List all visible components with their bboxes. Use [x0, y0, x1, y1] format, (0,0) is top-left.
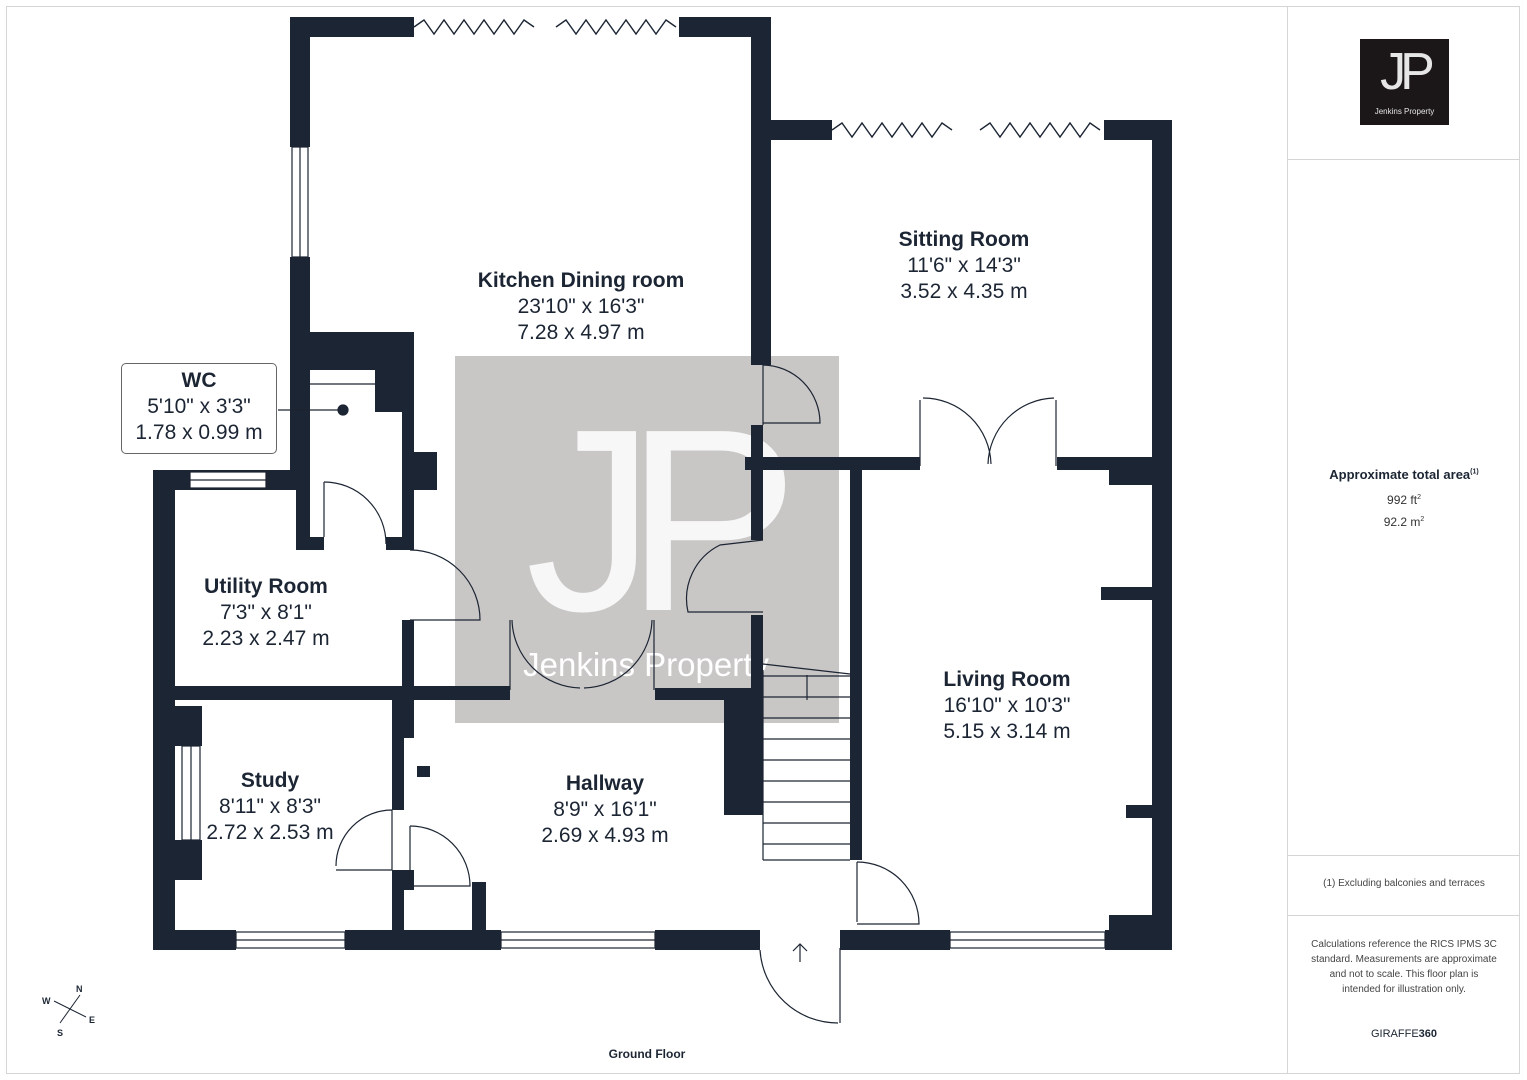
- room-name: Utility Room: [204, 575, 328, 598]
- sidebar-divider: [1288, 915, 1520, 916]
- room-dim-metric: 7.28 x 4.97 m: [517, 321, 645, 344]
- room-dim-imperial: 5'10" x 3'3": [147, 395, 251, 418]
- room-sitting: Sitting Room 11'6" x 14'3" 3.52 x 4.35 m: [899, 227, 1030, 305]
- area-imperial-value: 992 ft: [1387, 493, 1418, 507]
- room-hallway: Hallway 8'9" x 16'1" 2.69 x 4.93 m: [541, 771, 668, 849]
- room-dim-metric: 2.72 x 2.53 m: [206, 821, 334, 844]
- watermark-initials: JP: [525, 376, 788, 666]
- room-wc: WC 5'10" x 3'3" 1.78 x 0.99 m: [135, 368, 262, 446]
- watermark-box: [455, 356, 839, 723]
- room-dim-imperial: 8'11" x 8'3": [219, 795, 321, 818]
- giraffe360-brand: GIRAFFE360: [1288, 1028, 1520, 1040]
- room-dim-metric: 2.23 x 2.47 m: [202, 627, 330, 650]
- room-name: Study: [240, 769, 300, 792]
- room-name: Kitchen Dining room: [477, 269, 685, 292]
- compass-e: E: [89, 1015, 96, 1025]
- calculation-note: Calculations reference the RICS IPMS 3C …: [1311, 939, 1497, 995]
- room-kitchen: Kitchen Dining room 23'10" x 16'3" 7.28 …: [478, 268, 685, 346]
- room-dim-metric: 3.52 x 4.35 m: [900, 280, 1028, 303]
- info-sidebar: JP Jenkins Property Approximate total ar…: [1287, 6, 1520, 1074]
- area-title: Approximate total area(1): [1288, 467, 1520, 482]
- room-dim-imperial: 7'3" x 8'1": [220, 601, 312, 624]
- room-name: Hallway: [565, 772, 645, 795]
- compass-icon: N E S W: [38, 983, 100, 1043]
- windows: [181, 146, 1106, 949]
- room-dim-metric: 5.15 x 3.14 m: [943, 720, 1071, 743]
- brand-bold: 360: [1418, 1028, 1438, 1040]
- exclusion-note: (1) Excluding balconies and terraces: [1323, 878, 1485, 889]
- compass-n: N: [76, 984, 83, 994]
- room-utility: Utility Room 7'3" x 8'1" 2.23 x 2.47 m: [202, 574, 329, 652]
- staircase: [762, 663, 851, 861]
- page-frame: [6, 6, 1520, 1074]
- walls: [153, 17, 1172, 950]
- logo-initials: JP: [1380, 43, 1435, 101]
- watermark-text: Jenkins Property: [523, 646, 769, 683]
- room-living: Living Room 16'10" x 10'3" 5.15 x 3.14 m: [943, 667, 1070, 745]
- room-dim-metric: 2.69 x 4.93 m: [541, 824, 669, 847]
- sidebar-divider: [1288, 159, 1520, 160]
- compass-w: W: [42, 996, 51, 1006]
- area-metric: 92.2 m2: [1288, 515, 1520, 529]
- company-logo: JP Jenkins Property: [1360, 39, 1449, 125]
- area-title-text: Approximate total area: [1329, 467, 1471, 482]
- brand-light: GIRAFFE: [1370, 1028, 1419, 1040]
- room-dim-metric: 1.78 x 0.99 m: [135, 421, 263, 444]
- room-study: Study 8'11" x 8'3" 2.72 x 2.53 m: [206, 768, 333, 846]
- area-title-note: (1): [1470, 468, 1479, 476]
- room-name: WC: [181, 369, 217, 392]
- room-name: Sitting Room: [898, 228, 1030, 251]
- area-imperial: 992 ft2: [1288, 493, 1520, 507]
- room-dim-imperial: 11'6" x 14'3": [907, 254, 1021, 277]
- room-name: Living Room: [943, 668, 1071, 691]
- doors: [323, 364, 1057, 1024]
- wc-pointer-dot: [337, 404, 349, 416]
- room-dim-imperial: 8'9" x 16'1": [553, 798, 657, 821]
- entrance-arrow-icon: [792, 943, 808, 962]
- area-metric-sup: 2: [1420, 516, 1425, 523]
- wc-fixtures: [278, 383, 375, 416]
- room-dim-imperial: 23'10" x 16'3": [517, 295, 645, 318]
- room-dim-imperial: 16'10" x 10'3": [943, 694, 1071, 717]
- sidebar-divider: [1288, 855, 1520, 856]
- watermark: JP Jenkins Property: [455, 356, 839, 723]
- logo-text: Jenkins Property: [1374, 107, 1435, 116]
- floor-name: Ground Floor: [608, 1047, 686, 1061]
- wc-label-box: [121, 363, 277, 454]
- area-metric-value: 92.2 m: [1383, 515, 1421, 529]
- floor-plan: JP Jenkins Property: [153, 17, 1172, 1024]
- area-imperial-sup: 2: [1417, 494, 1421, 501]
- bifold-doors: [413, 18, 1101, 139]
- compass-s: S: [57, 1028, 64, 1038]
